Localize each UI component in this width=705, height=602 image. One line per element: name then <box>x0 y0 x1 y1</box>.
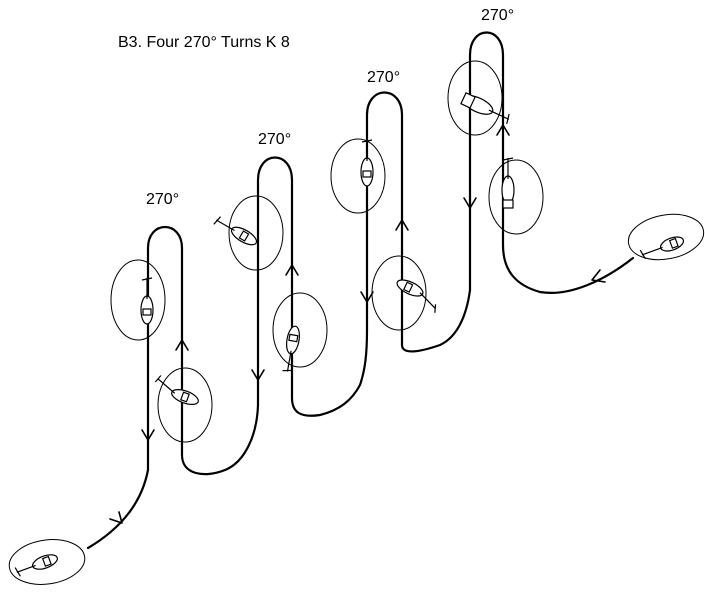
helicopter-icon <box>140 277 154 325</box>
flight-path <box>86 31 635 550</box>
arrow-up-3 <box>395 219 409 231</box>
rotor-disk <box>447 60 503 136</box>
arrow-up-4 <box>496 124 510 136</box>
rotor-disk <box>8 539 86 585</box>
turn-label-4: 270° <box>481 7 515 24</box>
helicopter-icon <box>213 216 258 246</box>
arrow-up-2 <box>285 264 299 276</box>
arrow-up-1 <box>175 339 189 351</box>
turn-label-2: 270° <box>258 131 292 148</box>
turn-label-3: 270° <box>367 69 401 86</box>
helicopter-icon <box>360 139 374 187</box>
helicopter-icon <box>154 375 199 405</box>
rotor-disk <box>488 159 544 235</box>
rotor-disk <box>228 195 284 271</box>
arrow-down-3 <box>360 291 374 303</box>
rotor-disk <box>157 367 213 443</box>
arrow-exit <box>591 269 606 283</box>
turn-label-1: 270° <box>146 191 180 208</box>
maneuver-title: B3. Four 270° Turns K 8 <box>118 34 290 51</box>
rotor-disk <box>371 255 427 331</box>
helicopter-icon <box>14 554 58 577</box>
rotor-disk <box>272 292 328 368</box>
arrow-down-4 <box>463 197 477 209</box>
rotor-disk <box>110 259 166 341</box>
helicopter-icon <box>639 236 685 260</box>
helicopter-icon <box>396 279 437 313</box>
helicopter-icon <box>282 325 300 372</box>
rotor-disk <box>627 213 705 261</box>
arrow-entry <box>109 511 123 524</box>
rotor-disk <box>330 138 386 214</box>
helicopter-icon <box>501 157 515 209</box>
arrow-down-2 <box>251 369 265 381</box>
helicopter-icon <box>460 92 510 125</box>
arrow-down-1 <box>141 429 155 441</box>
